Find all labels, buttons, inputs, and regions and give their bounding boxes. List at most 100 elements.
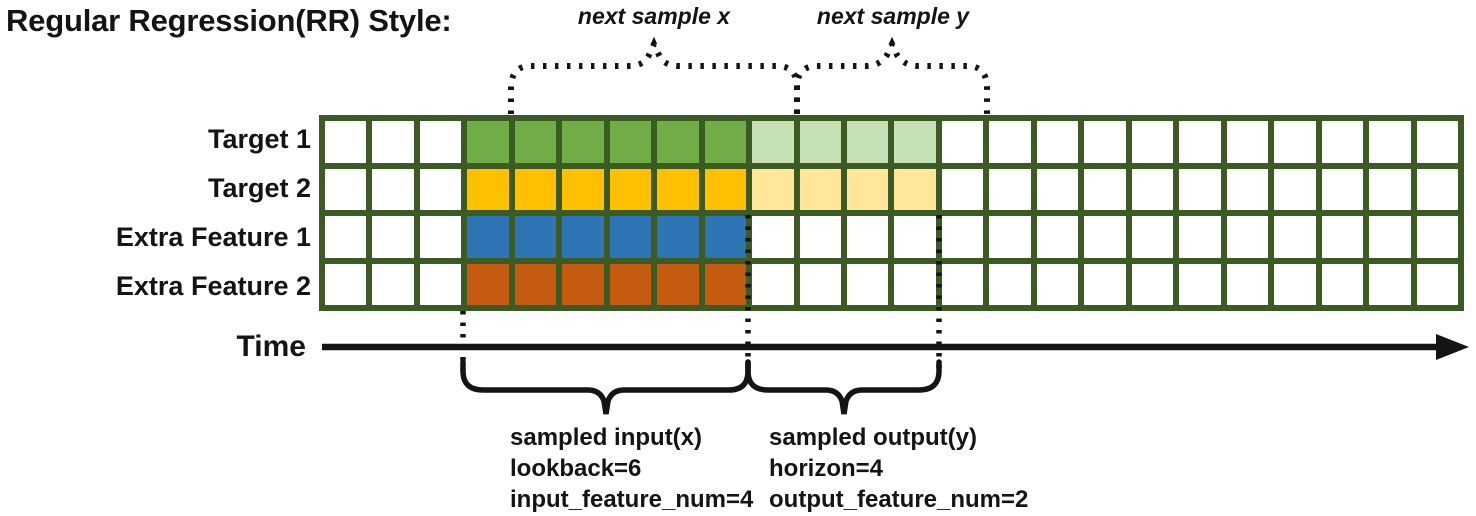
grid-cell (514, 263, 557, 305)
grid-cell (1036, 121, 1079, 163)
grid-cell (1179, 216, 1221, 258)
grid-cell (894, 168, 936, 210)
grid-cell (657, 263, 699, 305)
row-label-extra-feature-2: Extra Feature 2 (115, 271, 311, 301)
page-title: Regular Regression(RR) Style: (6, 3, 452, 38)
grid-cell (657, 168, 699, 210)
row-label-target-2: Target 2 (207, 173, 311, 203)
grid-cell (704, 263, 747, 305)
grid-cell (514, 121, 557, 163)
grid-cell (1321, 121, 1364, 163)
grid-cell (325, 121, 367, 163)
grid-cell (562, 168, 604, 210)
grid-cell (419, 263, 462, 305)
grid-cell (941, 263, 984, 305)
grid-cell (467, 263, 509, 305)
input-feature-num-line: input_feature_num=4 (510, 486, 754, 513)
grid-cell (1416, 168, 1458, 210)
grid-cell (1084, 263, 1126, 305)
grid-cell (1036, 168, 1079, 210)
grid-cell (1084, 168, 1126, 210)
grid-cell (752, 263, 794, 305)
grid-cell (894, 216, 936, 258)
row-label-target-1: Target 1 (207, 124, 311, 154)
grid-cell (989, 216, 1031, 258)
grid-cell (1131, 121, 1174, 163)
grid-cell (1369, 263, 1411, 305)
grid-cell (752, 216, 794, 258)
grid-cell (1369, 216, 1411, 258)
grid-cell (419, 168, 462, 210)
grid-cell (704, 216, 747, 258)
grid-cell (941, 216, 984, 258)
grid-cell (1179, 121, 1221, 163)
grid-cell (609, 121, 652, 163)
grid-cell (467, 216, 509, 258)
grid-cell (1274, 168, 1316, 210)
grid-cell (941, 168, 984, 210)
grid-cell (1036, 263, 1079, 305)
grid-cell (752, 168, 794, 210)
grid-cell (799, 121, 842, 163)
grid-cell (1274, 263, 1316, 305)
grid-cell (609, 263, 652, 305)
grid-cell (514, 216, 557, 258)
grid-cell (1131, 263, 1174, 305)
grid-cell (1369, 121, 1411, 163)
grid-cell (752, 121, 794, 163)
grid-cell (847, 216, 889, 258)
next-sample-x-brace (508, 36, 800, 114)
next-sample-y-label: next sample y (816, 3, 970, 29)
grid-cell (419, 121, 462, 163)
grid-cell (799, 263, 842, 305)
grid-cell (799, 168, 842, 210)
grid-cell (419, 216, 462, 258)
time-axis-arrow (322, 334, 1469, 360)
grid-cell (562, 216, 604, 258)
horizon-line: horizon=4 (769, 455, 884, 482)
sample-grid (319, 115, 1464, 311)
grid-cell (657, 121, 699, 163)
grid-cell (894, 263, 936, 305)
grid-cell (609, 216, 652, 258)
grid-cell (325, 216, 367, 258)
grid-cell (1274, 121, 1316, 163)
grid-cell (372, 216, 414, 258)
grid-cell (847, 121, 889, 163)
grid-cell (325, 263, 367, 305)
grid-cell (1321, 216, 1364, 258)
sampled-input-brace (460, 359, 751, 415)
grid-cell (989, 168, 1031, 210)
grid-cell (1274, 216, 1316, 258)
grid-cell (1321, 168, 1364, 210)
output-feature-num-line: output_feature_num=2 (769, 486, 1029, 513)
grid-cell (1131, 216, 1174, 258)
grid-cell (989, 121, 1031, 163)
grid-cell (609, 168, 652, 210)
next-sample-x-label: next sample x (577, 3, 731, 29)
grid-cell (1369, 168, 1411, 210)
grid-cell (799, 216, 842, 258)
grid-cell (467, 168, 509, 210)
grid-cell (704, 168, 747, 210)
time-axis-label: Time (236, 330, 306, 363)
grid-cell (894, 121, 936, 163)
grid-cell (1084, 216, 1126, 258)
grid-cell (1226, 216, 1269, 258)
grid-cell (1084, 121, 1126, 163)
sampled-output-line: sampled output(y) (769, 424, 977, 451)
grid-cell (372, 263, 414, 305)
sampled-output-brace (745, 359, 942, 415)
sampled-input-line: sampled input(x) (510, 424, 703, 451)
grid-cell (467, 121, 509, 163)
grid-cell (1416, 263, 1458, 305)
grid-cell (1321, 263, 1364, 305)
sampled-output-caption: sampled output(y) horizon=4 output_featu… (769, 422, 1028, 515)
grid-cell (1416, 216, 1458, 258)
lookback-line: lookback=6 (510, 455, 642, 482)
grid-cell (847, 168, 889, 210)
grid-cell (1226, 263, 1269, 305)
grid-cell (325, 168, 367, 210)
sampled-input-caption: sampled input(x) lookback=6 input_featur… (510, 422, 753, 515)
